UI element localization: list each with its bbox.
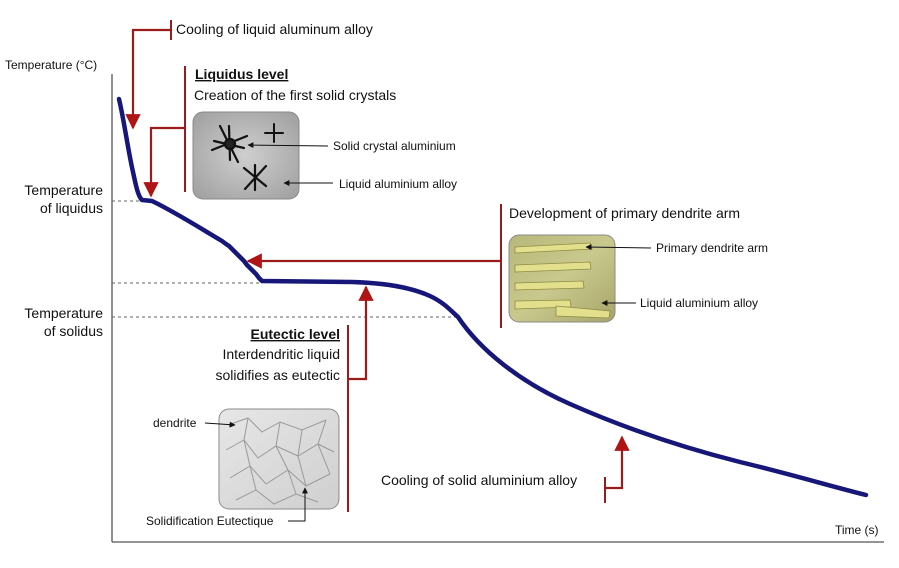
solidification-pointer	[288, 487, 308, 522]
reference-lines	[112, 200, 455, 318]
cooling-liquid-callout: Cooling of liquid aluminum alloy	[125, 20, 373, 130]
x-axis-label: Time (s)	[835, 523, 879, 537]
eutectic-title: Eutectic level	[251, 326, 341, 342]
solidus-marker-line2: of solidus	[44, 323, 103, 339]
y-axis-label: Temperature (°C)	[5, 58, 97, 72]
crystal-small-icon	[264, 123, 284, 143]
eutectic-photo	[218, 408, 340, 510]
primary-dendrite-title: Development of primary dendrite arm	[509, 205, 740, 221]
eutectic-description-line2: solidifies as eutectic	[215, 367, 340, 383]
leader	[143, 126, 185, 198]
leader	[605, 435, 630, 490]
dendrite-arms-icon	[514, 242, 611, 319]
liquidus-title: Liquidus level	[195, 66, 288, 82]
eutectic-network-icon	[225, 417, 335, 505]
cooling-solid-callout: Cooling of solid aluminium alloy	[381, 435, 630, 503]
solid-crystal-pointer	[247, 142, 329, 149]
cooling-curve	[116, 96, 869, 498]
eutectic-description-line1: Interdendritic liquid	[222, 346, 340, 362]
primary-arm-pointer	[585, 244, 652, 251]
cooling-liquid-label: Cooling of liquid aluminum alloy	[176, 21, 373, 37]
y-markers: Temperature of liquidus Temperature of s…	[24, 182, 103, 339]
crystal-medium-icon	[242, 163, 268, 192]
liquidus-marker-line2: of liquidus	[40, 200, 103, 216]
liquidus-description: Creation of the first solid crystals	[194, 87, 396, 103]
leader	[125, 28, 171, 130]
primary-arm-label: Primary dendrite arm	[656, 241, 768, 255]
crystal-large-icon	[210, 124, 249, 164]
cooling-solid-label: Cooling of solid aluminium alloy	[381, 472, 577, 488]
solid-crystal-label: Solid crystal aluminium	[333, 139, 456, 153]
dendrite-label: dendrite	[153, 416, 197, 430]
liquidus-callout: Liquidus level Creation of the first sol…	[143, 66, 457, 200]
leader	[348, 285, 374, 381]
liquidus-marker-line1: Temperature	[24, 182, 103, 198]
solidification-label: Solidification Eutectique	[146, 514, 274, 528]
solidus-marker-line1: Temperature	[24, 305, 103, 321]
dendrite-pointer	[204, 421, 236, 428]
primary-dendrite-callout: Development of primary dendrite arm Prim…	[246, 204, 768, 328]
eutectic-callout: Eutectic level Interdendritic liquid sol…	[146, 285, 374, 528]
axes: Temperature (°C) Time (s)	[5, 58, 884, 543]
liquid-alloy-label-1: Liquid aluminium alloy	[339, 177, 457, 191]
liquid-alloy-label-2: Liquid aluminium alloy	[640, 296, 758, 310]
crystal-image	[192, 111, 300, 200]
